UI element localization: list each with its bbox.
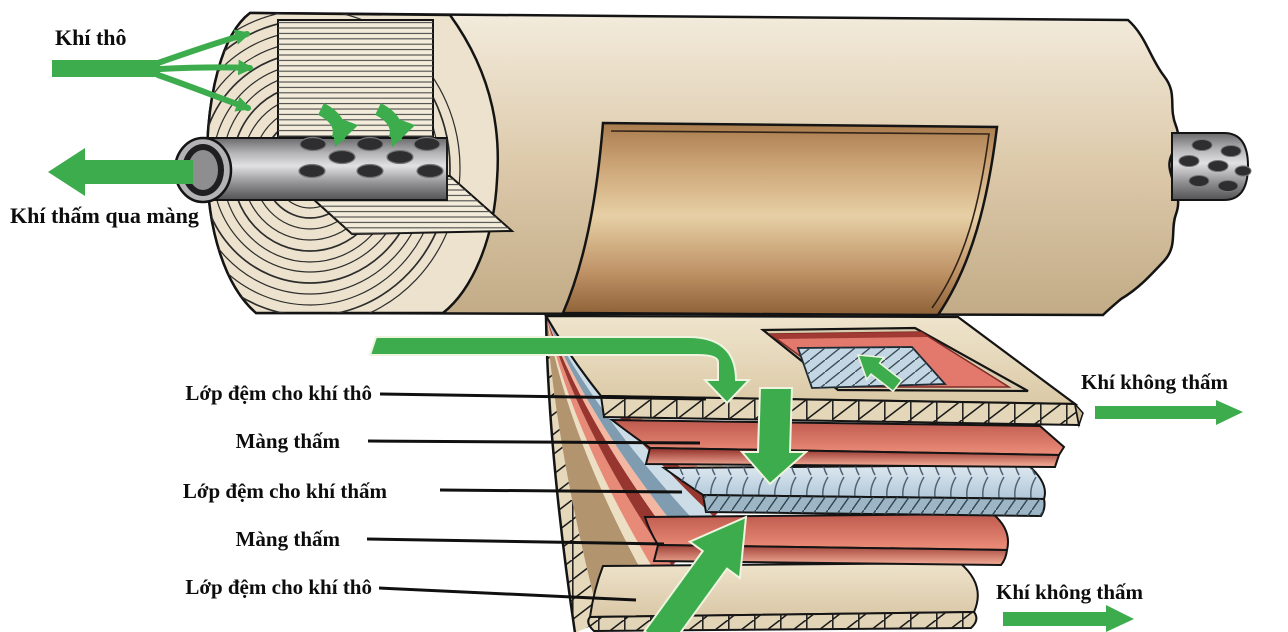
layer-feed-spacer-bottom (587, 561, 979, 632)
permeate-out-arrow-icon (48, 148, 193, 196)
permeate-up-arrow-icon (643, 515, 748, 632)
leader-feed-spacer-top (379, 392, 707, 401)
feed-arrow-bar-icon (52, 60, 160, 77)
layer-feed-spacer-top (544, 314, 1084, 428)
label-permeate-gas: Khí thấm qua màng (10, 203, 199, 228)
end-face-upper-cut (277, 19, 434, 138)
label-feed-gas: Khí thô (55, 25, 127, 50)
module-end-face (173, 11, 515, 315)
window-flow-arrow-icon (856, 354, 903, 393)
label-layer-feed-spacer-top: Lớp đệm cho khí thô (185, 381, 372, 405)
leader-membrane-bottom (366, 537, 665, 546)
permeate-down-arrow-icon (739, 387, 809, 486)
leader-membrane-top (367, 439, 701, 445)
tube-inflow-arrows-icon (317, 103, 416, 148)
retentate-arrow-top-icon (1095, 400, 1243, 425)
flow-arrows (48, 29, 1243, 632)
label-retentate-top: Khí không thấm (1081, 370, 1229, 394)
permeate-tube (173, 136, 448, 204)
retentate-stub-tube (1171, 132, 1252, 201)
leader-feed-spacer-bottom (378, 586, 637, 602)
label-retentate-bottom: Khí không thấm (996, 580, 1144, 604)
label-layer-membrane-top: Màng thấm (235, 429, 340, 453)
leader-permeate-spacer (439, 488, 683, 494)
shell-cutaway-inner-roll (561, 121, 999, 317)
layer-permeate-spacer (660, 463, 1046, 518)
stub-tube-perforations (1178, 139, 1252, 192)
feed-split-arrows-icon (155, 29, 254, 112)
label-layer-membrane-bottom: Màng thấm (235, 527, 340, 551)
retentate-arrow-bottom-icon (1003, 605, 1134, 632)
spacer-window-cutout (759, 326, 1029, 393)
stack-feed-arrow-icon (368, 336, 752, 405)
cutaway-inner-edge-line (610, 130, 990, 309)
label-layer-permeate-spacer: Lớp đệm cho khí thấm (182, 479, 387, 503)
layer-membrane-top (608, 418, 1066, 469)
label-layer-feed-spacer-bottom: Lớp đệm cho khí thô (185, 575, 372, 599)
leader-lines (366, 392, 707, 602)
